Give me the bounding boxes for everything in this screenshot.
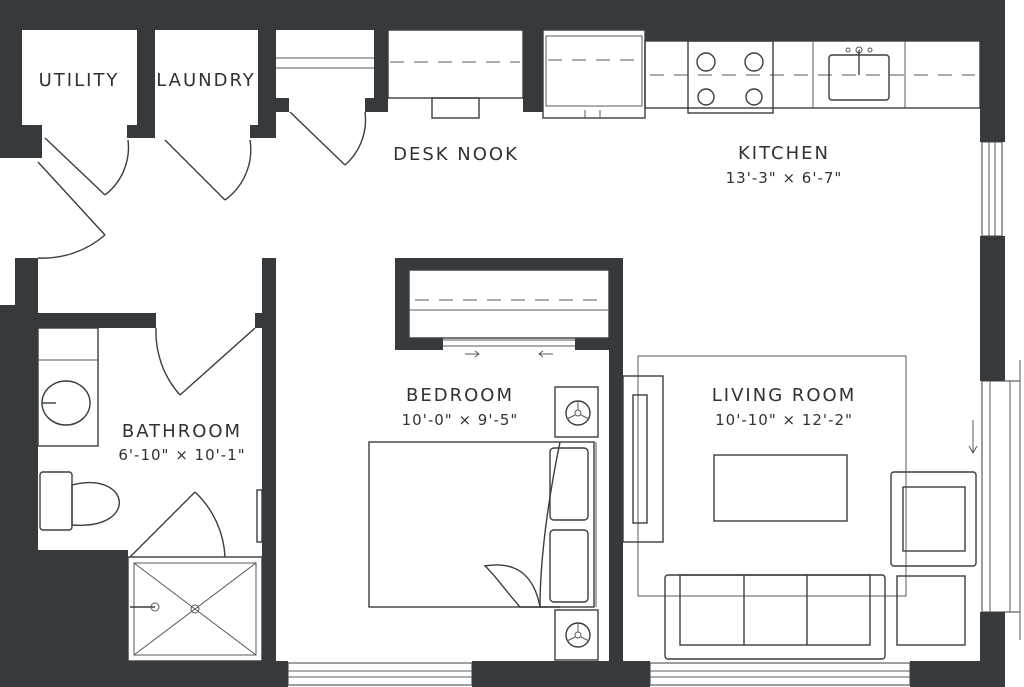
kitchen-dimensions: 13'-3" × 6'-7" <box>726 169 843 187</box>
bathroom-dimensions: 6'-10" × 10'-1" <box>118 446 245 464</box>
laundry-label: LAUNDRY <box>156 70 256 91</box>
room-labels: UTILITY LAUNDRY DESK NOOK KITCHEN 13'-3"… <box>39 70 856 464</box>
living-room-furniture <box>622 355 978 660</box>
closets <box>276 29 610 339</box>
windows <box>287 141 1021 686</box>
living-room-dimensions: 10'-10" × 12'-2" <box>715 411 853 429</box>
utility-label: UTILITY <box>39 70 120 91</box>
bedroom-furniture <box>368 386 599 661</box>
kitchen-label: KITCHEN <box>738 143 830 164</box>
bathroom-label: BATHROOM <box>122 421 242 442</box>
bathroom-fixtures <box>37 327 263 662</box>
living-room-label: LIVING ROOM <box>712 385 856 406</box>
desk-nook-label: DESK NOOK <box>393 144 519 165</box>
kitchen-fixtures <box>542 29 981 119</box>
doors <box>37 111 575 558</box>
bedroom-dimensions: 10'-0" × 9'-5" <box>402 411 519 429</box>
bedroom-label: BEDROOM <box>406 385 514 406</box>
